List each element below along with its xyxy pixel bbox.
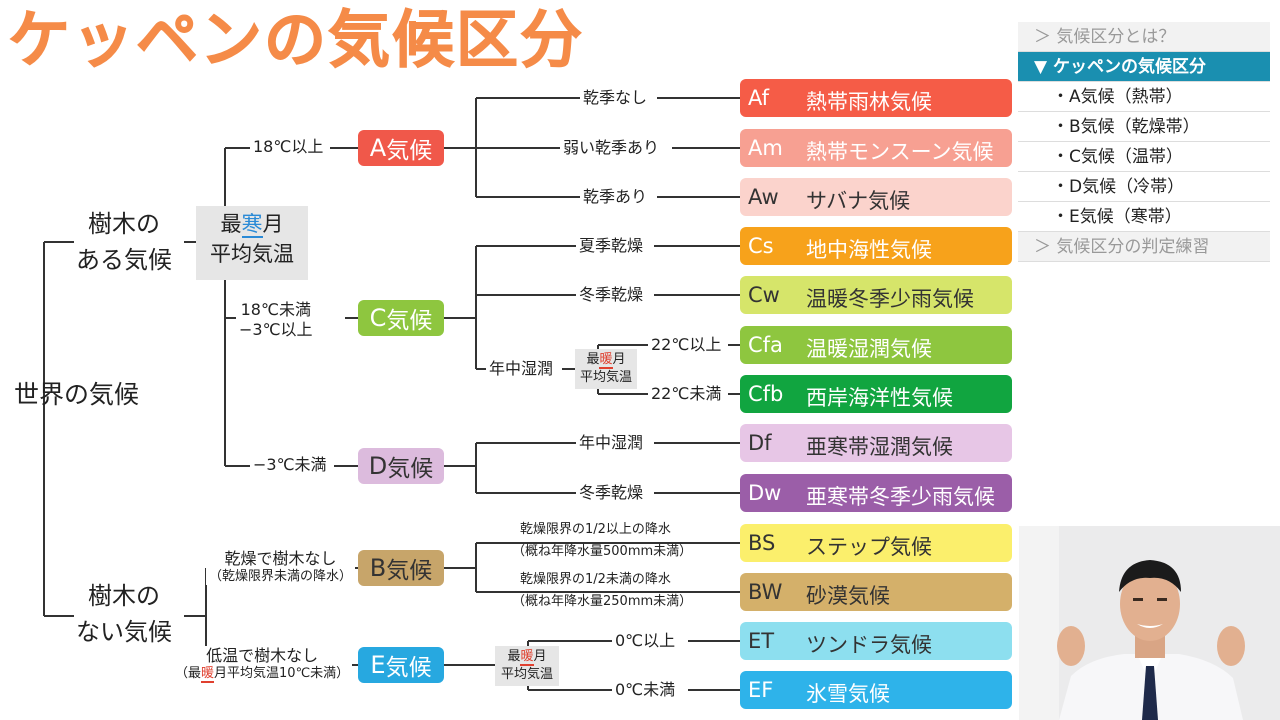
warmest-month-box-e: 最暖月 平均気温 (495, 646, 559, 686)
cond-dw: 冬季乾燥 (576, 485, 647, 501)
cond-b-line2: （乾燥限界未満の降水） (209, 569, 353, 584)
cond-bs-line2: （概ね年降水量500mm未満） (510, 544, 695, 559)
cond-af: 乾季なし (580, 90, 651, 106)
coldest-month-line2: 平均気温 (210, 242, 294, 266)
coldest-month-box: 最寒月 平均気温 (196, 206, 308, 280)
cond-cfa: 22℃以上 (648, 337, 725, 353)
branch-trees: 樹木の ある気候 (76, 206, 172, 278)
cond-cs: 夏季乾燥 (576, 238, 647, 254)
cond-e-line1: 低温で樹木なし (206, 646, 319, 665)
cond-cf: 年中湿潤 (486, 361, 557, 377)
cond-am: 弱い乾季あり (560, 140, 663, 156)
cond-b: 乾燥で樹木なし （乾燥限界未満の降水） (206, 549, 356, 586)
coldest-month-line1: 最寒月 (220, 212, 284, 238)
cond-cfb: 22℃未満 (648, 386, 725, 402)
cond-e-line2: （最暖月平均気温10℃未満） (175, 666, 350, 683)
cond-c-line1: 18℃未満 (240, 300, 311, 319)
toc-item-c-climate[interactable]: ・C気候（温帯） (1018, 142, 1270, 172)
branch-no-trees-line2: ない気候 (76, 618, 172, 646)
cond-b-line1: 乾燥で樹木なし (224, 549, 337, 568)
cond-cw: 冬季乾燥 (576, 287, 647, 303)
cond-d: −3℃未満 (250, 457, 330, 473)
cond-et: 0℃以上 (612, 633, 679, 649)
toc-item-b-climate[interactable]: ・B気候（乾燥帯） (1018, 112, 1270, 142)
toc-item-practice[interactable]: ＞ 気候区分の判定練習 (1018, 232, 1270, 262)
page-title: ケッペンの気候区分 (7, 3, 585, 77)
root-label: 世界の気候 (14, 380, 140, 409)
cond-df: 年中湿潤 (576, 435, 647, 451)
warmest-month-c-line1: 最暖月 (586, 352, 626, 369)
branch-no-trees-line1: 樹木の (88, 582, 160, 610)
cond-c-line2: −3℃以上 (239, 320, 313, 339)
cond-bs-line1: 乾燥限界の1/2以上の降水 (518, 522, 673, 537)
warmest-month-e-line1: 最暖月 (507, 649, 547, 666)
toc-item-e-climate[interactable]: ・E気候（寒帯） (1018, 202, 1270, 232)
cond-aw: 乾季あり (580, 189, 651, 205)
toc-item-d-climate[interactable]: ・D気候（冷帯） (1018, 172, 1270, 202)
warmest-month-e-line2: 平均気温 (500, 667, 553, 682)
cond-bw-line1: 乾燥限界の1/2未満の降水 (518, 572, 673, 587)
toc-item-a-climate[interactable]: ・A気候（熱帯） (1018, 82, 1270, 112)
branch-trees-line1: 樹木の (88, 210, 160, 238)
presenter-video (1019, 526, 1280, 720)
cond-e: 低温で樹木なし （最暖月平均気温10℃未満） (172, 646, 353, 683)
cond-bw-line2: （概ね年降水量250mm未満） (510, 594, 695, 609)
toc-item-koppen[interactable]: ▼ ケッペンの気候区分 (1018, 52, 1270, 82)
toc-item-what-is-climate-classification[interactable]: ＞ 気候区分とは？ (1018, 22, 1270, 52)
branch-trees-line2: ある気候 (76, 246, 172, 274)
presenter-figure (1019, 526, 1280, 720)
branch-no-trees: 樹木の ない気候 (76, 578, 172, 650)
toc-panel: ＞ 気候区分とは？ ▼ ケッペンの気候区分 ・A気候（熱帯） ・B気候（乾燥帯）… (1018, 22, 1270, 262)
cond-a: 18℃以上 (250, 139, 327, 155)
cond-c: 18℃未満 −3℃以上 (236, 300, 316, 340)
warmest-month-box-c: 最暖月 平均気温 (575, 349, 637, 389)
warmest-month-c-line2: 平均気温 (579, 370, 632, 385)
cond-ef: 0℃未満 (612, 682, 679, 698)
